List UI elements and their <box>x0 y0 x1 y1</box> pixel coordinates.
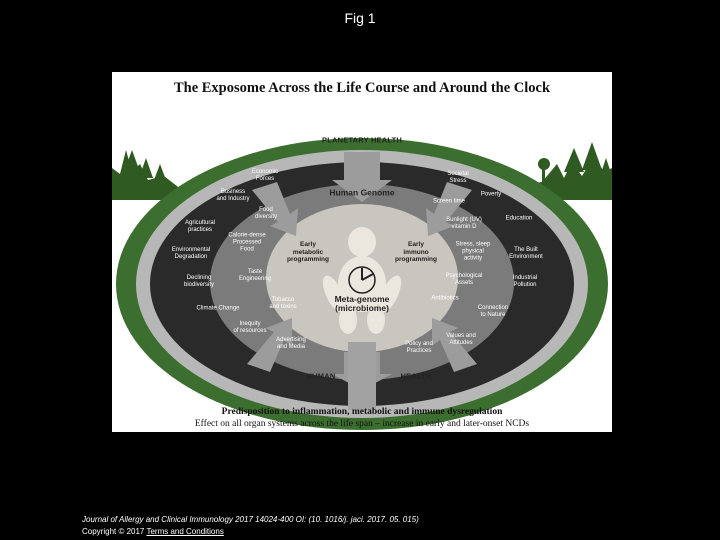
infant-clock-icon <box>322 227 402 334</box>
copyright-line: Copyright © 2017 Terms and Conditions <box>82 527 224 536</box>
ring-label-bottom-left: HUMAN <box>306 371 336 381</box>
citation-text: Journal of Allergy and Clinical Immunolo… <box>82 515 419 524</box>
outer-label: Declining biodiversity <box>183 275 215 288</box>
outer-label: Inequity of resources <box>233 321 267 334</box>
outer-label: Climate Change <box>196 305 240 312</box>
middle-label: Stress, sleep physical activity <box>455 241 491 262</box>
middle-label: Antibiotics <box>431 295 459 302</box>
outer-label: Values and Attitudes <box>446 333 476 346</box>
copyright-text: Copyright © 2017 <box>82 527 145 536</box>
outer-label: Economic Forces <box>251 169 279 182</box>
outer-label: Connection to Nature <box>477 305 509 318</box>
center-label-metabolic: Early metabolic programming <box>287 240 329 263</box>
outer-label: Policy and Practices <box>405 341 433 354</box>
figure-caption-primary: Predisposition to inflammation, metaboli… <box>221 407 503 417</box>
figure-caption-secondary: Effect on all organ systems across the l… <box>194 419 530 429</box>
outer-label: Societal Stress <box>447 171 469 184</box>
outer-label: The Built Environment <box>509 247 543 260</box>
middle-label: Tobacco and toxins <box>269 297 297 310</box>
outer-label: Business and Industry <box>216 189 250 202</box>
center-label-immuno: Early immuno programming <box>395 240 437 263</box>
center-label-genome: Human Genome <box>329 187 395 198</box>
middle-label: Screen time <box>432 198 466 205</box>
ring-label-bottom-right: HEALTH <box>400 371 432 381</box>
outer-label: Poverty <box>480 191 502 198</box>
middle-label: Sunlight (UV) vitamin D <box>446 217 482 230</box>
middle-label: Calorie-dense Processed Food <box>228 232 266 253</box>
outer-label: Education <box>505 215 533 222</box>
slide-title: Fig 1 <box>344 10 376 26</box>
figure-heading: The Exposome Across the Life Course and … <box>173 80 551 96</box>
exposure-arrows <box>247 152 477 390</box>
exposome-diagram <box>112 138 612 430</box>
center-label-metagenome: Meta-genome (microbiome) <box>334 294 390 313</box>
terms-link[interactable]: Terms and Conditions <box>146 527 224 536</box>
middle-label: Food diversity <box>254 207 278 220</box>
center-stem <box>348 342 376 410</box>
middle-label: Psychological Assets <box>445 273 483 286</box>
exposome-figure: The Exposome Across the Life Course and … <box>112 72 612 432</box>
outer-label: Agricultural practices <box>184 220 216 233</box>
middle-label: Taste Engineering <box>238 269 272 282</box>
outer-label: Advertising and Media <box>276 337 306 350</box>
ring-label-top: PLANETARY HEALTH <box>321 135 403 145</box>
outer-label: Environmental Degradation <box>171 247 211 260</box>
outer-label: Industrial Pollution <box>512 275 538 288</box>
